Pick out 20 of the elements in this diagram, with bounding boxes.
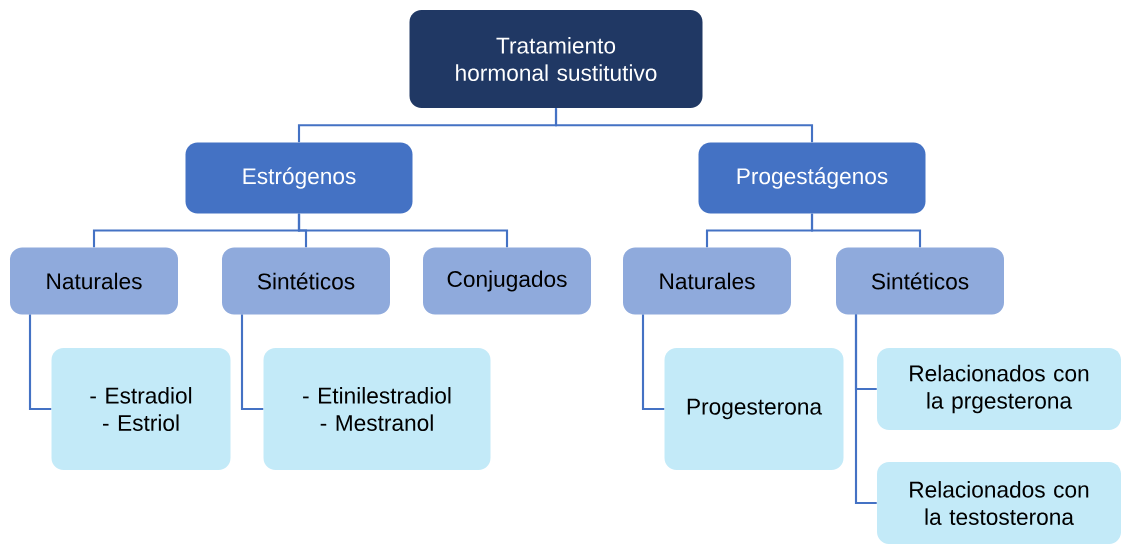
example-box: - Etinilestradiol - Mestranol [263, 348, 491, 470]
category-box: Estrógenos [185, 142, 413, 214]
title-box: Tratamiento hormonal sustitutivo [409, 10, 703, 108]
example-box: Progesterona [664, 348, 844, 470]
example-box: - Estradiol - Estriol [51, 348, 231, 470]
connector-line [28, 314, 52, 411]
category-box: Progestágenos [698, 142, 926, 214]
connector-line [554, 108, 814, 143]
connector-line [297, 213, 509, 248]
example-box: Relacionados con la testosterona [877, 462, 1121, 544]
subcategory-box: Sintéticos [222, 247, 390, 315]
subcategory-box: Sintéticos [836, 247, 1004, 315]
subcategory-box: Naturales [623, 247, 791, 315]
subcategory-box: Naturales [10, 247, 178, 315]
connector-line [641, 314, 665, 411]
connector-line [810, 213, 922, 248]
subcategory-box: Conjugados [423, 247, 591, 315]
connector-line [854, 314, 877, 505]
connector-line [240, 314, 264, 411]
example-box: Relacionados con la prgesterona [877, 348, 1121, 430]
